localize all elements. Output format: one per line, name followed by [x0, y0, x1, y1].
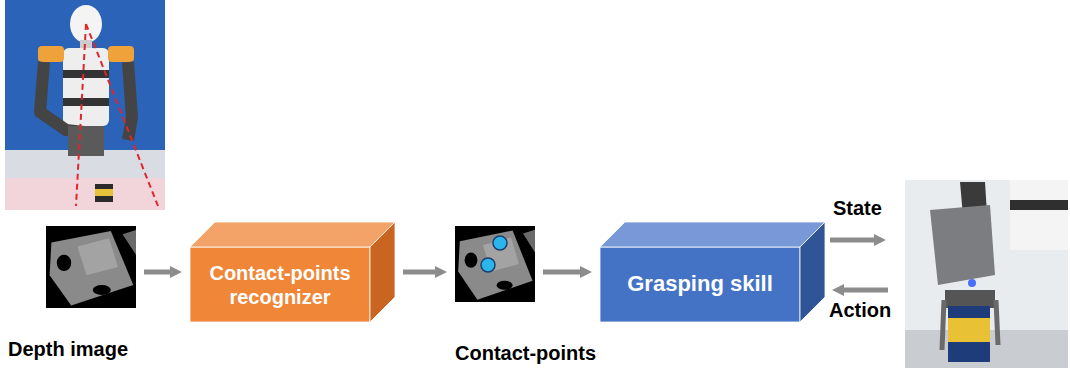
table-cloth [5, 178, 165, 210]
cube-front [600, 247, 800, 322]
robot-torso [1010, 180, 1068, 250]
view-line [86, 24, 158, 206]
skill-box: Grasping skill [600, 222, 825, 322]
action-arrow [842, 288, 888, 293]
indicator-light [968, 279, 976, 287]
cube-top [190, 222, 395, 247]
torso-band [63, 98, 109, 106]
image-node: Depth image [46, 226, 136, 308]
robot-fingers [942, 300, 998, 350]
view-line [76, 24, 86, 206]
cube-top [600, 222, 825, 247]
can-label [95, 189, 113, 196]
robot-arm [128, 62, 132, 140]
cube-side [370, 222, 395, 322]
torso-band [1010, 200, 1068, 210]
depth-image [455, 226, 535, 302]
shoulder [108, 46, 134, 62]
depth-surface [458, 231, 532, 300]
can-label [948, 318, 990, 342]
state-label: State [833, 197, 882, 220]
depth-image [46, 226, 136, 308]
depth-hole [465, 253, 478, 268]
shoulder [38, 46, 64, 62]
box-face: Grasping skill [600, 247, 800, 322]
action-label: Action [829, 299, 891, 322]
depth-hole [57, 255, 71, 271]
can [95, 184, 113, 202]
state-arrow [830, 238, 876, 243]
depth-patch [523, 230, 535, 253]
depth-surface [50, 231, 134, 306]
box-label: Contact-points recognizer [198, 261, 362, 309]
recognizer-box: Contact-points recognizer [190, 222, 395, 322]
can [948, 306, 990, 362]
image-caption: Depth image [8, 338, 128, 361]
contact-point-dot [493, 236, 507, 250]
cube-side [800, 222, 825, 322]
flow-arrow [144, 270, 172, 275]
robot-torso [63, 48, 109, 126]
robot-hand [68, 126, 104, 156]
image-caption: Contact-points [455, 342, 596, 365]
photo-backdrop [5, 0, 165, 210]
box-label: Grasping skill [627, 271, 773, 297]
flow-arrow [543, 270, 582, 275]
image-ground [455, 226, 535, 302]
photo-backdrop [905, 180, 1068, 368]
box-face: Contact-points recognizer [190, 247, 370, 322]
depth-patch [78, 238, 119, 275]
robot-hand [945, 290, 995, 308]
depth-hole [497, 281, 513, 290]
robot-grasp-photo [905, 180, 1068, 368]
image-node: Contact-points [455, 226, 535, 302]
flow-arrow [403, 270, 437, 275]
robot-arm [40, 62, 84, 132]
cube-front [190, 247, 370, 322]
depth-patch [123, 230, 137, 255]
contact-point-dot [481, 258, 495, 272]
image-ground [46, 226, 136, 308]
robot-forearm [930, 205, 995, 285]
torso-band [63, 70, 109, 78]
depth-hole [93, 285, 111, 295]
robot-photo [5, 0, 165, 210]
